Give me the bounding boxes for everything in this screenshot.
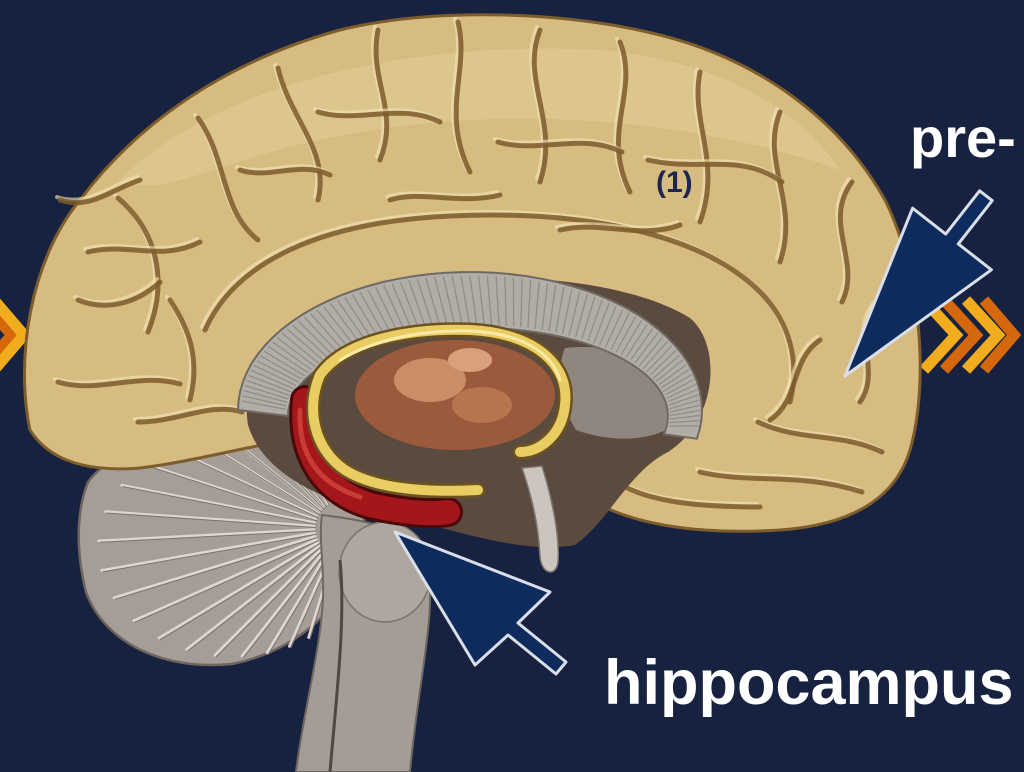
sulcus [390, 195, 500, 200]
thalamus-lobe [448, 348, 492, 372]
label-hippocampus: hippocampus [604, 652, 1014, 715]
thalamus [355, 340, 555, 450]
pons [339, 522, 431, 622]
left-chevrons [0, 300, 24, 370]
region-marker: (1) [656, 168, 693, 198]
thalamus-lobe [452, 387, 512, 423]
label-prefrontal: pre- [910, 110, 1016, 166]
